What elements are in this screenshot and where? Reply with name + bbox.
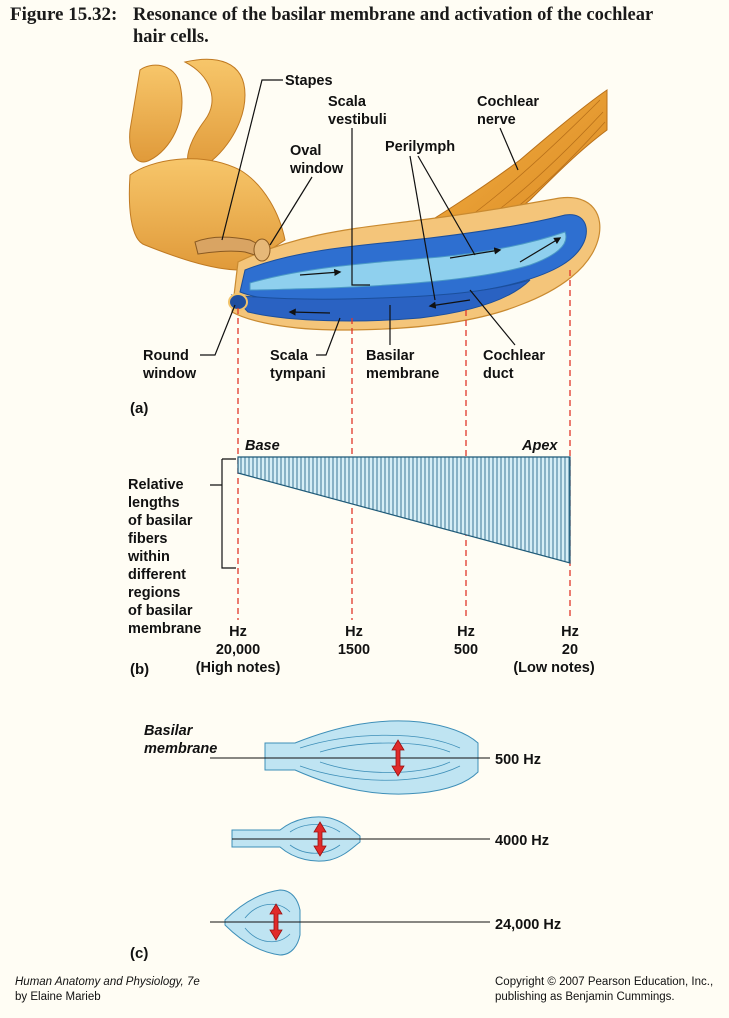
scala-tympani-label-2: tympani bbox=[270, 366, 326, 382]
freq-4000-label: 4000 Hz bbox=[495, 833, 549, 849]
side-label-line-9: membrane bbox=[128, 621, 201, 637]
scala-vestibuli-leader bbox=[351, 128, 370, 286]
tick-1-note: (High notes) bbox=[196, 660, 281, 676]
membrane-4000hz bbox=[231, 816, 490, 862]
round-window-label-1: Round bbox=[143, 348, 189, 364]
cochlear-duct-leader bbox=[469, 289, 516, 346]
scala-tympani-leader bbox=[316, 317, 341, 356]
figure-number: Figure 15.32: bbox=[10, 4, 117, 25]
side-label-line-8: of basilar bbox=[128, 603, 193, 619]
scala-tympani-label-1: Scala bbox=[270, 348, 309, 364]
cochlear-nerve-label-1: Cochlear bbox=[477, 94, 539, 110]
oval-window-leader bbox=[269, 176, 313, 246]
side-label: Relative lengths of basilar fibers withi… bbox=[127, 477, 201, 637]
tick-4-value: 20 bbox=[562, 642, 578, 658]
stapes-label: Stapes bbox=[285, 73, 333, 89]
cochlear-nerve-leader bbox=[499, 127, 519, 171]
panel-a-label: (a) bbox=[130, 400, 148, 417]
basilar-membrane-c-label-2: membrane bbox=[144, 741, 217, 757]
cochlea-illustration bbox=[128, 58, 608, 331]
tick-1-value: 20,000 bbox=[216, 642, 260, 658]
tick-2-value: 1500 bbox=[338, 642, 370, 658]
tick-2-hz: Hz bbox=[345, 624, 363, 640]
side-label-line-4: fibers bbox=[128, 531, 168, 547]
tick-1-hz: Hz bbox=[229, 624, 247, 640]
membrane-24000hz bbox=[210, 889, 490, 956]
cochlear-nerve-label-2: nerve bbox=[477, 112, 516, 128]
apex-label: Apex bbox=[521, 438, 558, 454]
stapes-leader bbox=[221, 79, 283, 241]
panel-b: Base Apex Relative lengths of basilar fi… bbox=[127, 438, 595, 678]
tick-4-hz: Hz bbox=[561, 624, 579, 640]
basilar-membrane-label-2: membrane bbox=[366, 366, 439, 382]
side-label-line-6: different bbox=[128, 567, 186, 583]
base-label: Base bbox=[245, 438, 280, 454]
freq-500-label: 500 Hz bbox=[495, 752, 541, 768]
perilymph-leader-2 bbox=[417, 155, 476, 256]
side-bracket bbox=[210, 458, 236, 569]
membrane-500hz bbox=[210, 720, 490, 795]
tick-3-hz: Hz bbox=[457, 624, 475, 640]
frequency-ticks: Hz 20,000 (High notes) Hz 1500 Hz 500 Hz… bbox=[196, 624, 595, 676]
side-label-line-3: of basilar bbox=[128, 513, 193, 529]
basilar-fiber-wedge bbox=[237, 456, 571, 564]
figure-title-line-2: hair cells. bbox=[133, 27, 209, 47]
scala-vestibuli-label-1: Scala bbox=[328, 94, 367, 110]
basilar-membrane-label-1: Basilar bbox=[366, 348, 415, 364]
freq-24000-label: 24,000 Hz bbox=[495, 917, 561, 933]
tick-4-note: (Low notes) bbox=[513, 660, 595, 676]
footer-book: Human Anatomy and Physiology, 7e bbox=[15, 976, 200, 988]
oval-window-label-2: window bbox=[289, 161, 344, 177]
scala-vestibuli-label-2: vestibuli bbox=[328, 112, 387, 128]
oval-window-label-1: Oval bbox=[290, 143, 321, 159]
side-label-line-5: within bbox=[127, 549, 170, 565]
tick-3-value: 500 bbox=[454, 642, 478, 658]
figure-title-line-1: Resonance of the basilar membrane and ac… bbox=[133, 5, 653, 25]
side-label-line-1: Relative bbox=[128, 477, 184, 493]
perilymph-label: Perilymph bbox=[385, 139, 455, 155]
side-label-line-7: regions bbox=[128, 585, 180, 601]
footer-author: by Elaine Marieb bbox=[15, 991, 101, 1003]
round-window-leader bbox=[200, 304, 236, 356]
side-label-line-2: lengths bbox=[128, 495, 180, 511]
cochlear-duct-label-2: duct bbox=[483, 366, 514, 382]
panel-b-label: (b) bbox=[130, 661, 149, 678]
perilymph-leader-1 bbox=[409, 155, 436, 301]
basilar-membrane-c-label-1: Basilar bbox=[144, 723, 194, 739]
footer: Human Anatomy and Physiology, 7e by Elai… bbox=[15, 976, 713, 1003]
panel-c: Basilar membrane 500 Hz 4000 Hz bbox=[130, 720, 561, 962]
footer-copyright: Copyright © 2007 Pearson Education, Inc.… bbox=[495, 976, 713, 988]
cochlear-duct-label-1: Cochlear bbox=[483, 348, 545, 364]
panel-c-label: (c) bbox=[130, 945, 148, 962]
footer-publisher: publishing as Benjamin Cummings. bbox=[495, 991, 675, 1003]
panel-a-labels: Stapes Scala vestibuli Cochlear nerve Ov… bbox=[130, 73, 545, 417]
round-window-label-2: window bbox=[142, 366, 197, 382]
